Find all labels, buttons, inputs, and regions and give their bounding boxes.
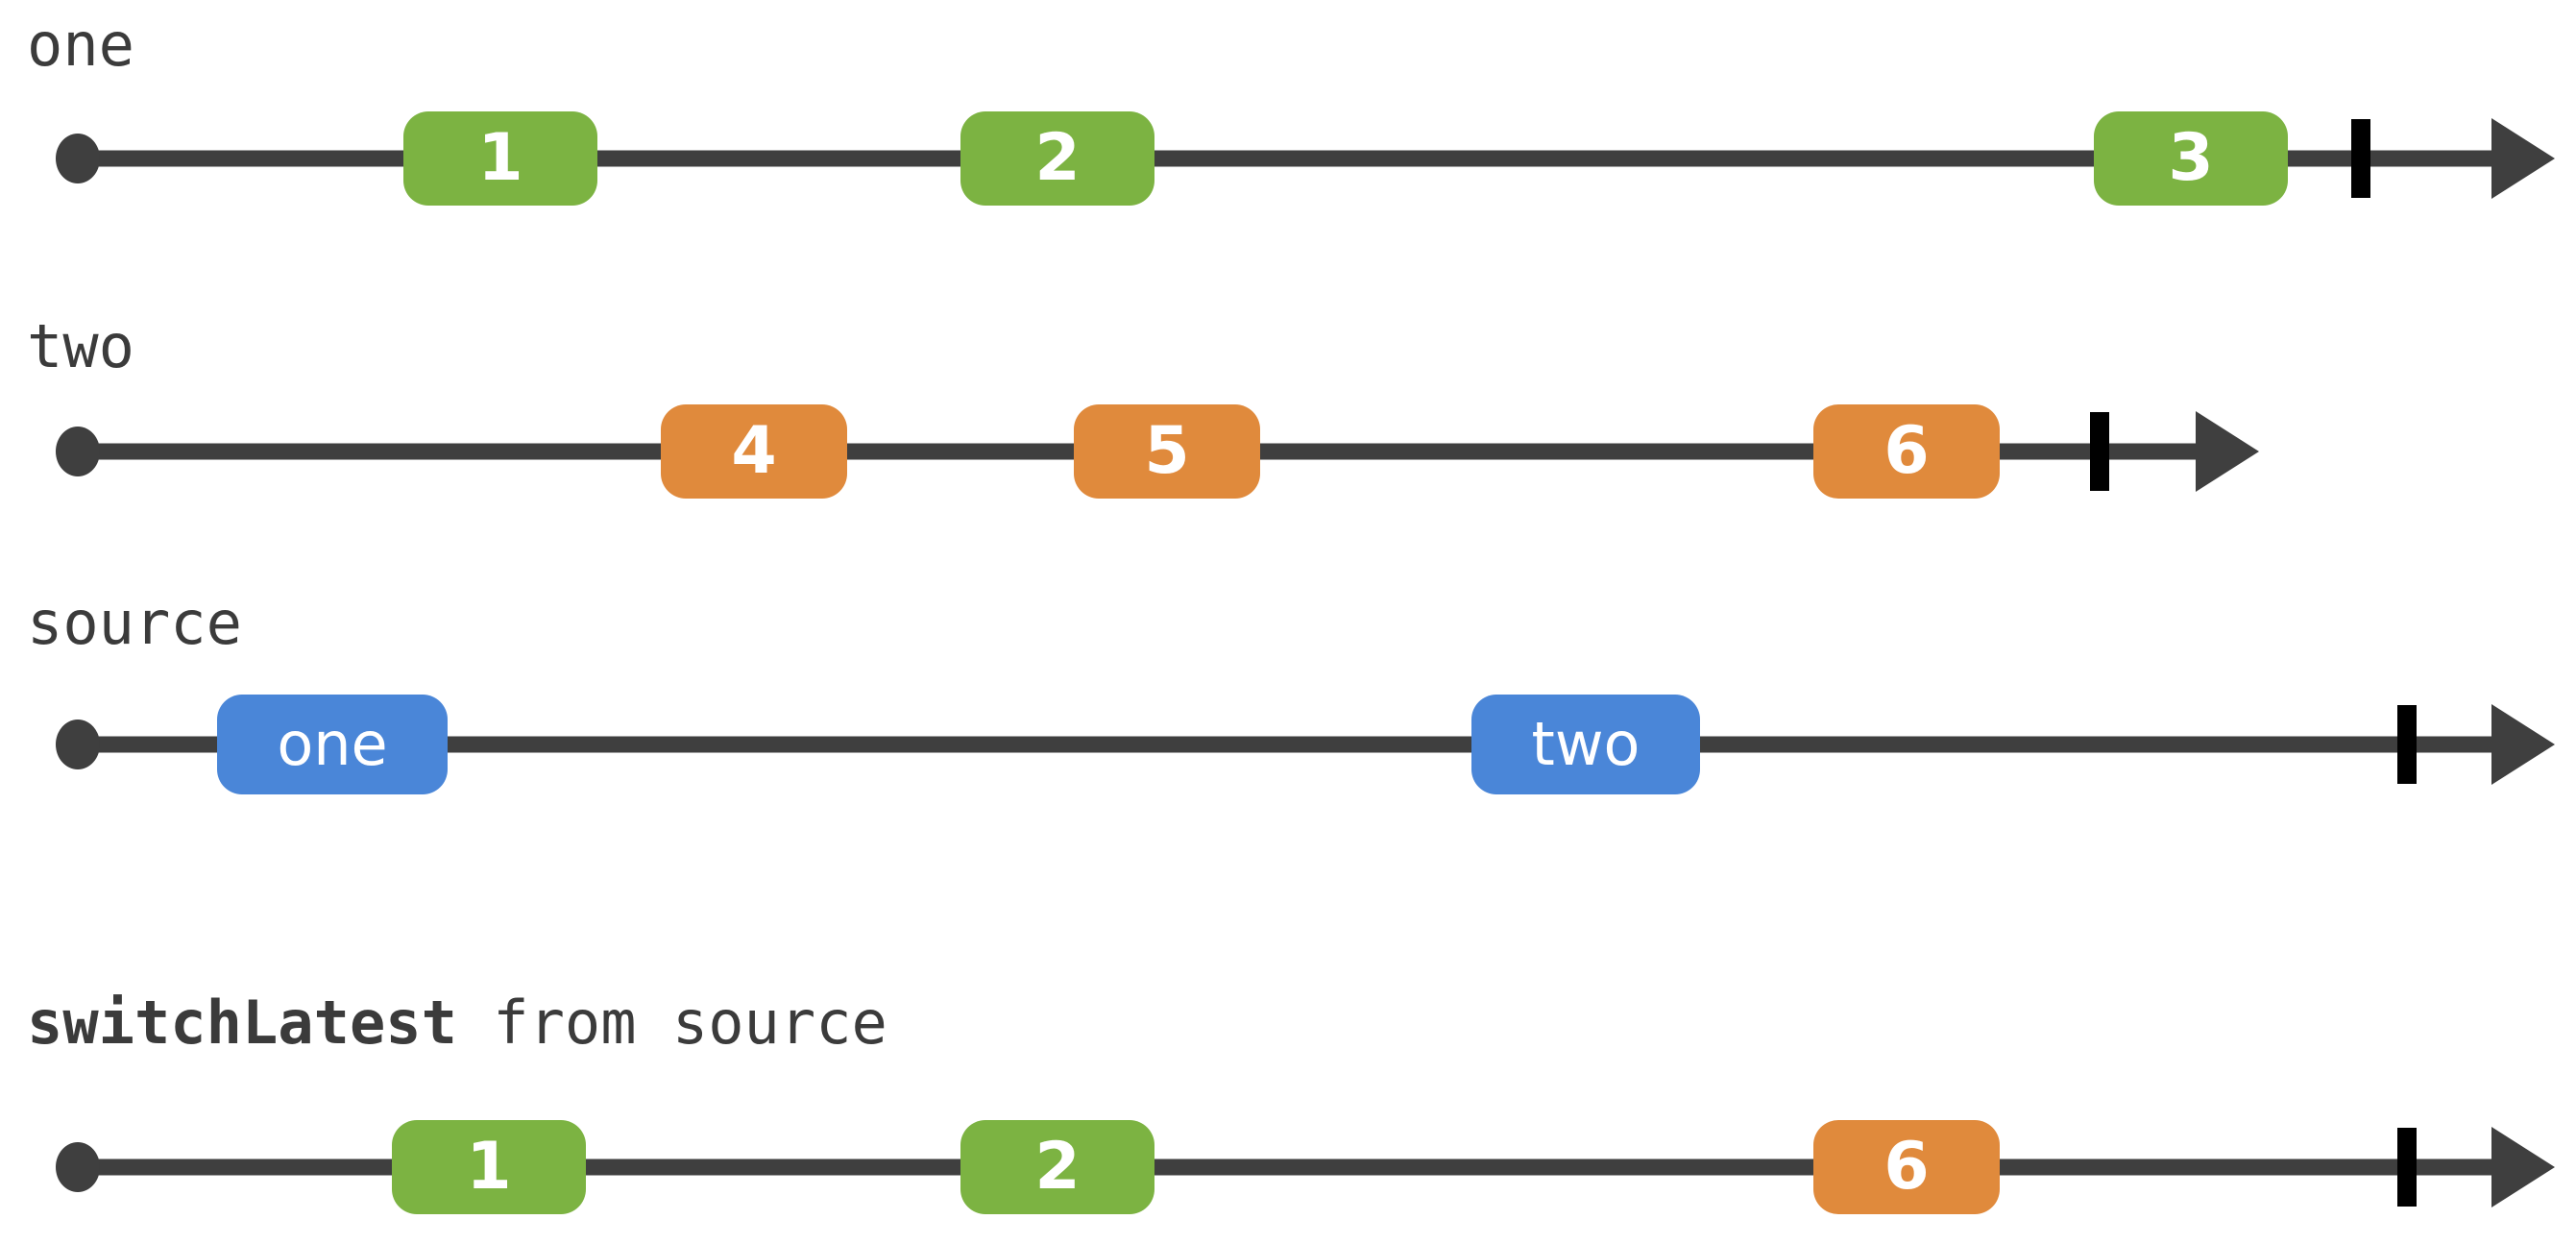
subscribe-dot-icon bbox=[56, 720, 100, 769]
operator-name: switchLatest bbox=[27, 988, 457, 1058]
complete-bar-icon bbox=[2090, 412, 2109, 491]
marble-output-6[interactable]: 6 bbox=[1813, 1120, 2000, 1214]
marble-two-5[interactable]: 5 bbox=[1074, 404, 1260, 499]
operator-suffix: from source bbox=[456, 988, 887, 1058]
stream-label-one: one bbox=[27, 10, 134, 80]
timeline-arrow-icon bbox=[2491, 118, 2555, 199]
timeline-arrow-icon bbox=[2196, 411, 2259, 492]
timeline-arrow-icon bbox=[2491, 704, 2555, 785]
stream-label-two: two bbox=[27, 311, 134, 381]
subscribe-dot-icon bbox=[56, 134, 100, 183]
subscribe-dot-icon bbox=[56, 427, 100, 476]
marble-source-one[interactable]: one bbox=[217, 695, 448, 794]
timeline-axis-line bbox=[58, 736, 2493, 753]
complete-bar-icon bbox=[2397, 705, 2417, 784]
timeline-two: 4 5 6 bbox=[0, 375, 2576, 528]
subscribe-dot-icon bbox=[56, 1142, 100, 1192]
timeline-source: one two bbox=[0, 668, 2576, 821]
complete-bar-icon bbox=[2397, 1128, 2417, 1207]
marble-two-6[interactable]: 6 bbox=[1813, 404, 2000, 499]
marble-one-2[interactable]: 2 bbox=[960, 111, 1154, 206]
marble-source-two[interactable]: two bbox=[1471, 695, 1700, 794]
timeline-arrow-icon bbox=[2491, 1127, 2555, 1207]
stream-label-output: switchLatest from source bbox=[27, 993, 887, 1053]
marble-one-3[interactable]: 3 bbox=[2094, 111, 2288, 206]
stream-label-source: source bbox=[27, 588, 242, 658]
marble-output-2[interactable]: 2 bbox=[960, 1120, 1154, 1214]
timeline-axis-line bbox=[58, 150, 2493, 167]
complete-bar-icon bbox=[2351, 119, 2370, 198]
timeline-output: 1 2 6 bbox=[0, 1090, 2576, 1244]
marble-two-4[interactable]: 4 bbox=[661, 404, 847, 499]
timeline-one: 1 2 3 bbox=[0, 82, 2576, 235]
marble-output-1[interactable]: 1 bbox=[392, 1120, 586, 1214]
marble-one-1[interactable]: 1 bbox=[403, 111, 597, 206]
